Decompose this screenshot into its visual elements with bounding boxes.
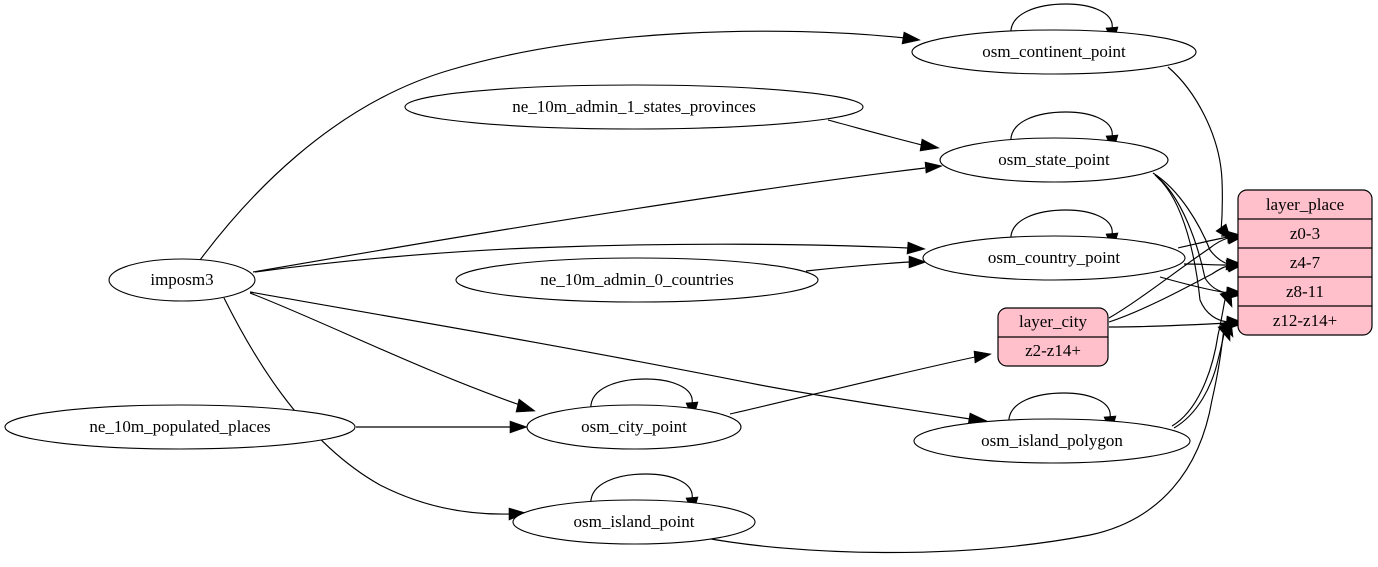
node-shape-ne-populated[interactable]: [4, 404, 356, 450]
edge-osm-state-point-to-layer-place-z8-11: [1154, 174, 1229, 294]
record-node-layer-place[interactable]: layer_place z0-3 z4-7 z8-11 z12-z14+: [1237, 189, 1373, 336]
edge-ne-states-to-osm-state-point: [827, 119, 923, 146]
node-label-ne-populated: ne_10m_populated_places: [89, 417, 270, 436]
node-osm-state-point[interactable]: osm_state_point: [939, 137, 1169, 183]
arrowhead-imposm3-osm-state-point: [924, 161, 943, 174]
edge-osm-island-polygon-to-layer-place-z8-11: [1171, 294, 1227, 427]
arrowhead-ne-states-osm-state-point: [919, 138, 940, 152]
edge-imposm3-to-osm-country-point: [254, 243, 909, 273]
node-label-osm-continent-point: osm_continent_point: [982, 42, 1126, 61]
edge-osm-city-point-to-layer-city-z2-z14: [729, 356, 976, 415]
node-osm-country-point[interactable]: osm_country_point: [922, 235, 1186, 281]
node-shape-imposm3[interactable]: [108, 258, 256, 302]
node-osm-island-polygon[interactable]: osm_island_polygon: [913, 418, 1191, 464]
arrowhead-imposm3-osm-country-point: [906, 241, 926, 255]
node-shape-osm-island-polygon[interactable]: [913, 418, 1191, 464]
node-ne-10m-populated-places[interactable]: ne_10m_populated_places: [4, 404, 356, 450]
node-label-imposm3: imposm3: [150, 270, 213, 289]
node-label-osm-country-point: osm_country_point: [988, 248, 1120, 267]
node-osm-continent-point[interactable]: osm_continent_point: [911, 29, 1197, 75]
edge-imposm3-to-osm-city-point: [249, 292, 521, 406]
edge-osm-state-point-to-layer-place-z4-7: [1152, 172, 1229, 265]
node-osm-island-point[interactable]: osm_island_point: [512, 499, 756, 545]
arrowhead-island-point-z12-z14: [1217, 323, 1231, 342]
edge-layer-city-to-layer-place-z12-z14: [1108, 322, 1229, 328]
arrowhead-imposm3-osm-continent-point: [901, 31, 921, 45]
record-row-layer-place-z0-3[interactable]: z0-3: [1290, 224, 1320, 243]
edge-osm-island-point-to-layer-place-z12-z14: [699, 327, 1225, 554]
node-label-osm-island-polygon: osm_island_polygon: [981, 431, 1123, 450]
node-ne-10m-admin-1-states-provinces[interactable]: ne_10m_admin_1_states_provinces: [404, 84, 864, 130]
edge-self-loop-osm-country-point: [1010, 209, 1113, 243]
edge-self-loop-osm-city-point: [590, 378, 693, 412]
edge-ne-countries-to-osm-country-point: [805, 261, 910, 272]
edge-imposm3-to-osm-state-point: [252, 167, 926, 273]
edge-self-loop-osm-continent-point: [1010, 3, 1113, 37]
node-shape-osm-island-point[interactable]: [512, 499, 756, 545]
node-shape-ne-states[interactable]: [404, 84, 864, 130]
edge-self-loop-osm-island-point: [590, 473, 693, 507]
edge-imposm3-to-osm-continent-point: [199, 30, 906, 261]
record-row-layer-place-z4-7[interactable]: z4-7: [1290, 253, 1321, 272]
arrowhead-city-layer-city: [973, 350, 992, 364]
record-row-layer-city-title: layer_city: [1019, 312, 1087, 331]
edge-osm-state-point-to-layer-place-z12-z14: [1156, 176, 1229, 323]
node-label-osm-state-point: osm_state_point: [998, 150, 1110, 169]
edge-layer-city-to-layer-place-z0-3: [1108, 237, 1229, 319]
edge-osm-island-polygon-to-layer-place-z12-z14: [1173, 324, 1227, 429]
record-row-layer-place-z8-11[interactable]: z8-11: [1286, 282, 1324, 301]
record-shape-layer-place[interactable]: [1237, 189, 1373, 336]
node-shape-osm-country-point[interactable]: [922, 235, 1186, 281]
edge-layer-city-to-layer-place-z4-7: [1108, 265, 1229, 323]
edge-imposm3-to-osm-island-polygon: [249, 291, 971, 420]
node-shape-osm-city-point[interactable]: [526, 404, 742, 450]
edge-self-loop-osm-state-point: [1010, 111, 1113, 145]
node-label-osm-city-point: osm_city_point: [581, 417, 687, 436]
record-node-layer-city[interactable]: layer_city z2-z14+: [997, 307, 1109, 367]
record-row-layer-place-title: layer_place: [1266, 195, 1344, 214]
edge-osm-country-point-to-layer-place-z0-3: [1177, 236, 1229, 249]
arrowhead-ne-populated-osm-city-point: [509, 420, 528, 434]
node-label-osm-island-point: osm_island_point: [574, 512, 695, 531]
arrowhead-ne-countries-osm-country-point: [908, 255, 927, 269]
node-label-ne-states: ne_10m_admin_1_states_provinces: [512, 97, 756, 116]
node-ne-10m-admin-0-countries[interactable]: ne_10m_admin_0_countries: [455, 257, 819, 303]
edge-layer: [199, 3, 1246, 554]
node-shape-osm-state-point[interactable]: [939, 137, 1169, 183]
node-layer: imposm3 ne_10m_admin_1_states_provinces …: [4, 29, 1373, 545]
edge-self-loop-osm-island-polygon: [1008, 392, 1111, 426]
edge-osm-continent-point-to-layer-place-z0-3: [1167, 66, 1223, 233]
edge-imposm3-to-osm-island-point: [223, 297, 511, 515]
record-row-layer-place-z12-z14[interactable]: z12-z14+: [1273, 311, 1337, 330]
node-imposm3[interactable]: imposm3: [108, 258, 256, 302]
node-label-ne-countries: ne_10m_admin_0_countries: [540, 270, 734, 289]
node-osm-city-point[interactable]: osm_city_point: [526, 404, 742, 450]
edge-osm-country-point-to-layer-place-z4-7: [1183, 263, 1229, 266]
record-row-layer-city-z2-z14[interactable]: z2-z14+: [1025, 341, 1081, 360]
node-shape-osm-continent-point[interactable]: [911, 29, 1197, 75]
node-shape-ne-countries[interactable]: [455, 257, 819, 303]
arrowhead-imposm3-osm-city-point: [515, 398, 536, 413]
